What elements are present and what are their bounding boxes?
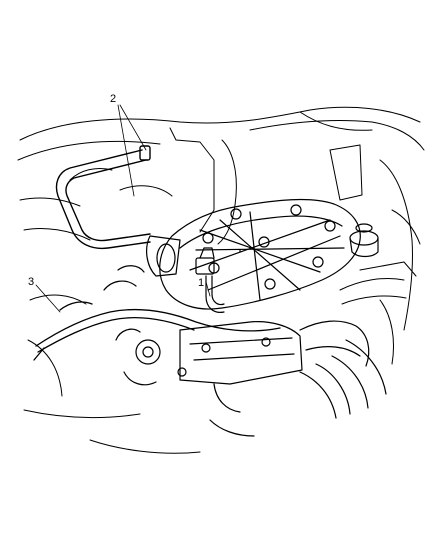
callout-label-3: 3	[28, 276, 34, 288]
oil-filler-cap	[349, 223, 379, 258]
right-structure	[339, 261, 417, 365]
intake-manifold-cover	[159, 198, 361, 310]
hose-item-1	[205, 275, 225, 313]
leader-lines	[35, 104, 211, 313]
callout-label-1: 1	[198, 277, 204, 289]
callout-label-2: 2	[110, 93, 116, 105]
ventilation-hose	[55, 145, 151, 250]
throttle-body	[103, 235, 215, 291]
wiring-harness	[33, 301, 281, 361]
lower-engine	[115, 249, 387, 437]
